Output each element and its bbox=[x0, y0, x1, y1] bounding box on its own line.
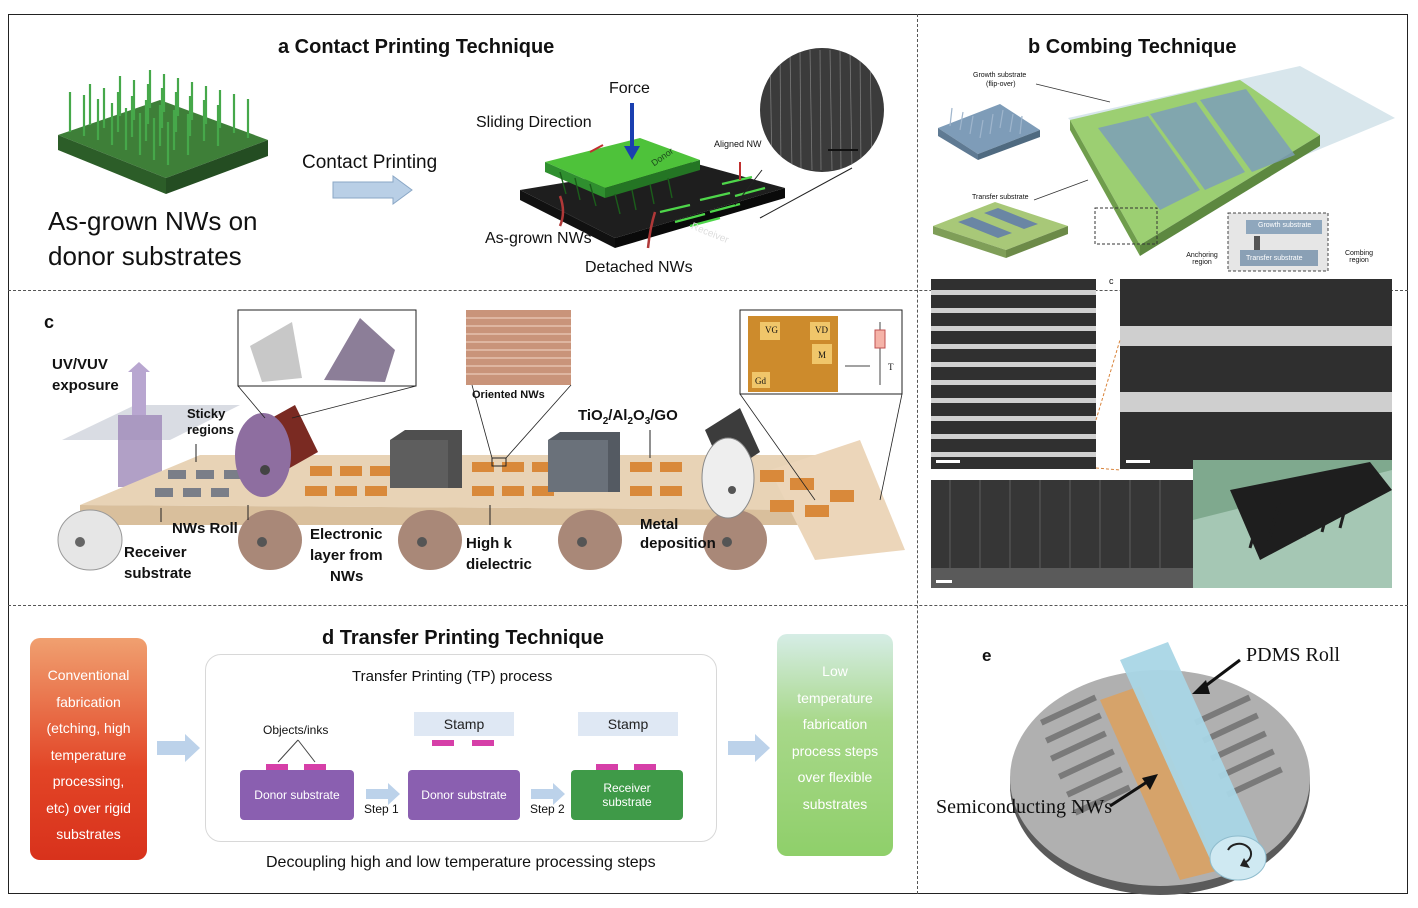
conventional-line: fabrication bbox=[56, 693, 121, 710]
sub-c-label: c bbox=[1109, 276, 1114, 286]
sem-inset-circle bbox=[760, 48, 884, 172]
flip-over-label: (flip-over) bbox=[986, 81, 1016, 88]
nws-roll bbox=[235, 413, 291, 497]
panel-a-title: a Contact Printing Technique bbox=[278, 36, 555, 58]
growth-substrate-label: Growth substrate bbox=[973, 72, 1027, 79]
panel-c-label: c bbox=[44, 312, 55, 332]
aligned-nw-label: Aligned NW bbox=[714, 139, 762, 149]
panel-d-title: d Transfer Printing Technique bbox=[322, 627, 604, 649]
tio2-label: TiO2/Al2O3/GO bbox=[578, 407, 678, 427]
low-temp-line: Low bbox=[822, 663, 848, 679]
inset-growth-label: Growth substrate bbox=[1258, 222, 1312, 229]
low-temp-line: fabrication bbox=[802, 716, 868, 732]
pdms-roll-label: PDMS Roll bbox=[1246, 644, 1340, 666]
ink-dot bbox=[634, 764, 656, 770]
conventional-box: Conventional fabrication (etching, high … bbox=[30, 638, 147, 860]
ink-dot bbox=[266, 764, 288, 770]
tp-process-label: Transfer Printing (TP) process bbox=[352, 668, 553, 685]
conventional-line: processing, bbox=[52, 773, 125, 789]
divider-c-d bbox=[8, 605, 1408, 606]
inset-transfer-label: Transfer substrate bbox=[1246, 255, 1303, 262]
conventional-line: substrates bbox=[56, 826, 121, 842]
m-label: M bbox=[818, 350, 827, 360]
vg-label: VG bbox=[765, 325, 778, 335]
anchoring-label: Anchoring region bbox=[1186, 252, 1218, 266]
oriented-nws-label: Oriented NWs bbox=[472, 389, 545, 401]
sticky-label: Sticky bbox=[187, 406, 226, 421]
low-temp-box: Low temperature fabrication process step… bbox=[777, 634, 893, 856]
nw-stripe bbox=[1100, 686, 1220, 880]
as-grown-caption-line1: As-grown NWs on bbox=[48, 206, 258, 236]
ink-dot bbox=[596, 764, 618, 770]
low-temp-line: substrates bbox=[802, 795, 868, 812]
nws-roll-label: NWs Roll bbox=[172, 520, 238, 537]
stamp-2: Stamp bbox=[578, 712, 678, 736]
conventional-line: Conventional bbox=[47, 667, 130, 683]
highk-label-1: High k bbox=[466, 535, 512, 552]
semiconducting-nws-label: Semiconducting NWs bbox=[936, 796, 1113, 818]
nw-forest-illustration bbox=[58, 70, 268, 194]
donor-substrate-1: Donor substrate bbox=[240, 770, 354, 820]
gd-label: Gd bbox=[755, 376, 766, 386]
uv-label: UV/VUV bbox=[52, 356, 108, 373]
force-arrow bbox=[624, 146, 640, 160]
low-temp-line: temperature bbox=[797, 689, 873, 706]
electronic-label-2: layer from bbox=[310, 547, 383, 564]
receiver-label-2: substrate bbox=[124, 565, 192, 582]
donor-substrate-2: Donor substrate bbox=[408, 770, 520, 820]
force-label: Force bbox=[609, 80, 650, 97]
electronic-label-3: NWs bbox=[330, 568, 364, 585]
low-temp-line: over flexible bbox=[797, 769, 873, 785]
divider-a-c bbox=[8, 290, 1408, 291]
receiver-line-2: substrate bbox=[602, 795, 652, 809]
footer-caption: Decoupling high and low temperature proc… bbox=[266, 854, 656, 871]
conventional-line: temperature bbox=[50, 746, 127, 763]
t-label: T bbox=[888, 362, 894, 372]
ink-dot bbox=[304, 764, 326, 770]
donor-substrate bbox=[545, 138, 700, 188]
sliding-direction-label: Sliding Direction bbox=[476, 114, 592, 131]
as-grown-nws-label: As-grown NWs bbox=[485, 230, 592, 247]
as-grown-caption-line2: donor substrates bbox=[48, 241, 242, 271]
metal-label-2: deposition bbox=[640, 535, 716, 552]
ink-dot bbox=[432, 740, 454, 746]
ink-dot bbox=[472, 740, 494, 746]
contact-printing-arrow bbox=[332, 175, 413, 205]
combing-label: Combing region bbox=[1344, 250, 1373, 264]
receiver-substrate-box: Receiver substrate bbox=[571, 770, 683, 820]
transfer-substrate-label: Transfer substrate bbox=[972, 194, 1029, 201]
receiver-line-1: Receiver bbox=[603, 781, 651, 795]
regions-label: regions bbox=[187, 422, 234, 437]
receiver-label-1: Receiver bbox=[124, 544, 187, 561]
oriented-nws-inset bbox=[466, 310, 571, 385]
low-temp-line: process steps bbox=[791, 742, 879, 759]
pdms-roll bbox=[1120, 642, 1262, 868]
stamp-1: Stamp bbox=[414, 712, 514, 736]
bottom-rollers bbox=[57, 509, 767, 571]
objects-inks-label: Objects/inks bbox=[263, 723, 329, 737]
conventional-line: (etching, high bbox=[46, 720, 131, 736]
highk-label-2: dielectric bbox=[466, 556, 532, 573]
contact-printing-label: Contact Printing bbox=[302, 152, 438, 173]
step-1-label: Step 1 bbox=[364, 802, 399, 816]
figure-frame bbox=[8, 14, 1408, 894]
conventional-line: etc) over rigid bbox=[46, 799, 131, 816]
panel-b-title: b Combing Technique bbox=[1028, 36, 1237, 58]
vd-label: VD bbox=[815, 325, 828, 335]
sem-stripes-right bbox=[1120, 279, 1392, 469]
metal-label-1: Metal bbox=[640, 516, 679, 533]
detached-nws-label: Detached NWs bbox=[585, 259, 693, 276]
electronic-label-1: Electronic bbox=[310, 526, 383, 543]
panel-e-label: e bbox=[982, 646, 992, 665]
step-2-label: Step 2 bbox=[530, 802, 565, 816]
divider-vertical bbox=[917, 14, 918, 894]
tp-process-frame bbox=[205, 654, 717, 842]
exposure-label: exposure bbox=[52, 377, 119, 394]
